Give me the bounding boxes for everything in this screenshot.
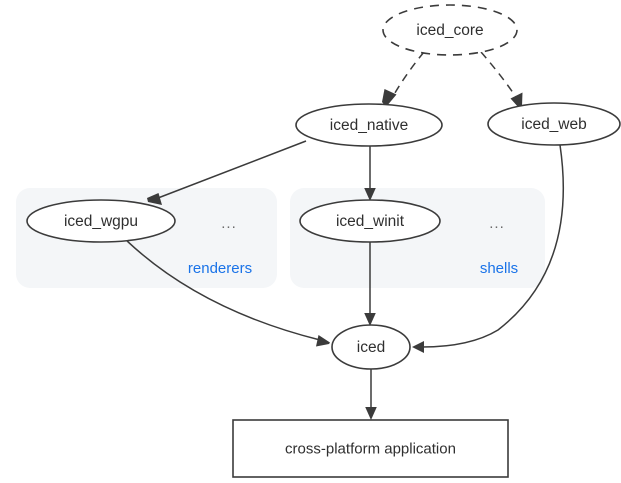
edge-iced-core-to-iced-native — [382, 51, 425, 107]
node-application-shape[interactable] — [232, 419, 509, 478]
arrow-head-icon — [382, 89, 397, 107]
node-iced-wgpu[interactable]: iced_wgpu — [26, 199, 176, 243]
node-iced-core-shape[interactable] — [382, 4, 518, 56]
edge-iced-wgpu-to-iced — [125, 239, 330, 347]
arrow-head-icon — [364, 188, 376, 201]
node-iced-native-shape[interactable] — [295, 103, 443, 147]
edge-iced-native-to-iced-wgpu — [147, 140, 307, 205]
arrow-head-icon — [365, 407, 377, 420]
node-iced-label: iced — [357, 339, 385, 356]
node-iced-wgpu-shape[interactable] — [26, 199, 176, 243]
node-iced-winit-shape[interactable] — [299, 199, 441, 243]
node-iced-web-label: iced_web — [521, 116, 587, 133]
edge-iced-native-to-iced-winit — [364, 146, 376, 201]
node-iced-wgpu-label: iced_wgpu — [64, 213, 138, 230]
edge-iced-winit-to-iced — [364, 242, 376, 326]
arrow-head-icon — [316, 335, 330, 347]
arrow-head-icon — [412, 341, 424, 353]
node-application-label: cross-platform application — [285, 440, 456, 457]
arrow-head-icon — [364, 313, 376, 326]
cluster-renderers-label: renderers — [188, 260, 252, 277]
edge-iced-web-to-iced — [412, 144, 565, 353]
node-iced-core-label: iced_core — [416, 22, 483, 39]
node-iced-native[interactable]: iced_native — [295, 103, 443, 147]
node-iced-web-shape[interactable] — [487, 102, 621, 146]
cluster-shells-ellipsis: ... — [489, 215, 505, 232]
edge-iced-to-application — [365, 369, 377, 420]
node-iced-native-label: iced_native — [330, 117, 408, 134]
node-iced-shape[interactable] — [331, 324, 411, 370]
edge-iced-core-to-iced-web — [480, 51, 523, 108]
node-iced-web[interactable]: iced_web — [487, 102, 621, 146]
arrow-head-icon — [510, 92, 523, 108]
arrow-head-icon — [147, 193, 162, 205]
node-iced-core[interactable]: iced_core — [382, 4, 518, 56]
node-iced-winit-label: iced_winit — [336, 213, 405, 230]
node-iced-winit[interactable]: iced_winit — [299, 199, 441, 243]
node-cross-platform-application[interactable]: cross-platform application — [232, 419, 509, 478]
cluster-shells-label: shells — [480, 260, 518, 277]
cluster-renderers-ellipsis: ... — [221, 215, 237, 232]
node-iced[interactable]: iced — [331, 324, 411, 370]
